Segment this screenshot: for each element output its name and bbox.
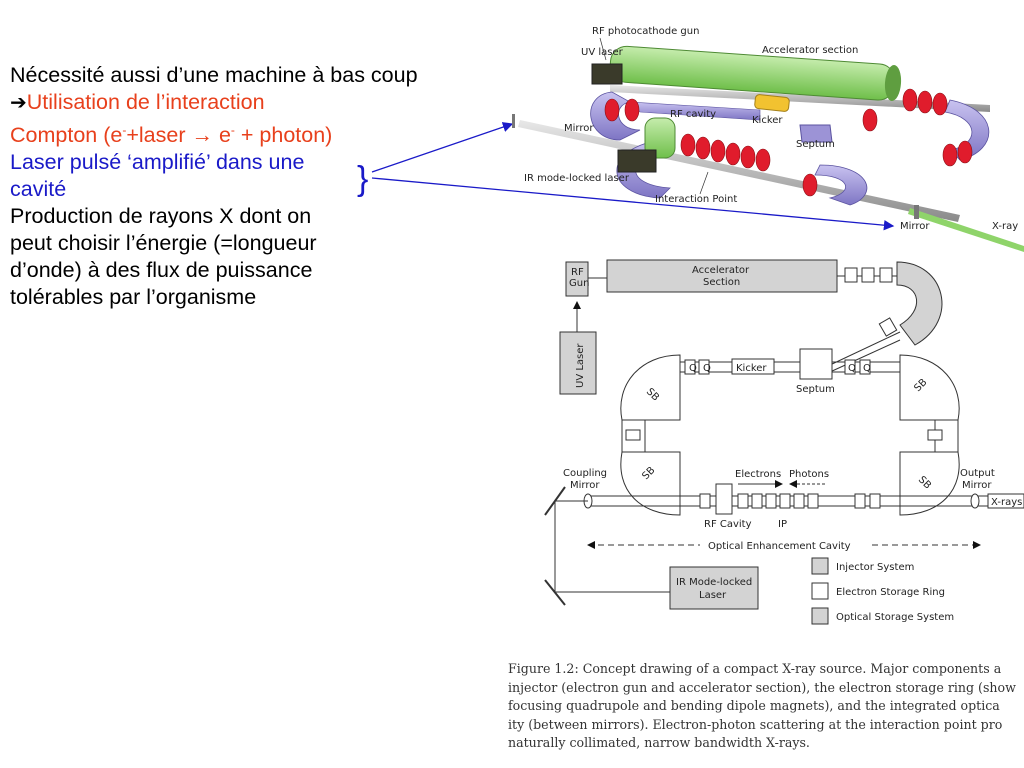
beam-pipe bbox=[518, 120, 960, 222]
svg-text:Section: Section bbox=[703, 277, 740, 288]
quadrupole-magnets bbox=[604, 88, 973, 197]
svg-text:IP: IP bbox=[778, 519, 787, 530]
svg-text:Interaction Point: Interaction Point bbox=[655, 194, 737, 205]
xrays-box bbox=[987, 493, 1024, 509]
mirror-right bbox=[914, 205, 919, 219]
svg-text:Accelerator: Accelerator bbox=[692, 265, 750, 276]
svg-text:Kicker: Kicker bbox=[736, 363, 767, 374]
uv-laser-box bbox=[591, 63, 623, 85]
svg-text:RF Cavity: RF Cavity bbox=[704, 519, 752, 530]
legend-injector: Injector System bbox=[836, 562, 914, 573]
svg-text:Kicker: Kicker bbox=[752, 115, 783, 126]
right-arrow-icon: ➔ bbox=[10, 92, 27, 114]
ring-bend-tl bbox=[620, 354, 681, 421]
line-cavite: cavité bbox=[10, 177, 67, 202]
line-tolerables: tolérables par l’organisme bbox=[10, 285, 257, 310]
svg-text:Mirror: Mirror bbox=[570, 480, 600, 491]
schematic-labels: RF Gun Accelerator Section UV Laser Kick… bbox=[563, 265, 1022, 623]
svg-text:UV laser: UV laser bbox=[581, 47, 624, 58]
concept-drawing-3d: RF photocathode gun UV laser Accelerator… bbox=[512, 26, 1024, 252]
svg-text:RF photocathode gun: RF photocathode gun bbox=[592, 26, 699, 37]
septum-block bbox=[799, 124, 833, 143]
line-flux: d’onde) à des flux de puissance bbox=[10, 258, 313, 283]
line-utilisation: ➔Utilisation de l’interaction bbox=[10, 90, 265, 114]
schematic-drawing bbox=[544, 259, 1024, 625]
legend-swatch-optical bbox=[811, 607, 829, 625]
injection-bend bbox=[896, 261, 943, 346]
svg-text:Mirror: Mirror bbox=[900, 221, 930, 232]
legend-swatch-ring bbox=[811, 582, 829, 600]
legend-ring: Electron Storage Ring bbox=[836, 587, 945, 598]
svg-text:Photons: Photons bbox=[789, 469, 829, 480]
svg-text:IR mode-locked laser: IR mode-locked laser bbox=[524, 173, 630, 184]
svg-text:Septum: Septum bbox=[796, 139, 835, 150]
svg-text:Laser: Laser bbox=[699, 590, 727, 601]
svg-text:Q: Q bbox=[848, 363, 856, 374]
ring-bend-bl bbox=[620, 451, 681, 516]
svg-text:Output: Output bbox=[960, 468, 995, 479]
line-energie: peut choisir l’énergie (=longueur bbox=[10, 231, 317, 256]
brace: } bbox=[357, 160, 368, 198]
kicker-schematic bbox=[731, 358, 775, 375]
rf-gun-box bbox=[565, 261, 589, 297]
line-necessite: Nécessité aussi d’une machine à bas coup bbox=[10, 63, 418, 87]
svg-text:Q: Q bbox=[689, 363, 697, 374]
svg-text:Mirror: Mirror bbox=[962, 480, 992, 491]
svg-text:UV Laser: UV Laser bbox=[575, 343, 586, 388]
arrow-to-mirror-top bbox=[371, 122, 514, 173]
legend-optical: Optical Storage System bbox=[836, 612, 954, 623]
svg-text:Septum: Septum bbox=[796, 384, 835, 395]
svg-text:Q: Q bbox=[863, 363, 871, 374]
ring-bend-tr bbox=[899, 354, 960, 421]
svg-text:Optical Enhancement Cavity: Optical Enhancement Cavity bbox=[708, 541, 851, 552]
kicker-block bbox=[754, 94, 790, 112]
rf-cavity-cylinder bbox=[644, 117, 676, 159]
ir-laser-schematic bbox=[669, 566, 759, 610]
ir-laser-box bbox=[617, 149, 657, 173]
svg-text:Accelerator section: Accelerator section bbox=[762, 45, 858, 56]
arrow-to-mirror-bottom bbox=[371, 177, 895, 231]
uv-laser-schematic bbox=[559, 331, 597, 395]
mirror-left bbox=[512, 114, 515, 128]
svg-text:Gun: Gun bbox=[569, 278, 589, 289]
svg-text:X-rays: X-rays bbox=[991, 497, 1022, 508]
figure-caption: Figure 1.2: Concept drawing of a compact… bbox=[508, 661, 1016, 750]
line-laser: Laser pulsé ‘amplifié’ dans une bbox=[10, 150, 305, 175]
svg-text:X-ray: X-ray bbox=[992, 221, 1018, 232]
svg-text:RF: RF bbox=[571, 267, 584, 278]
svg-text:Coupling: Coupling bbox=[563, 468, 607, 479]
svg-text:Mirror: Mirror bbox=[564, 123, 594, 134]
line-compton: Compton (e-+laser → e- + photon) bbox=[10, 123, 333, 148]
svg-text:Q: Q bbox=[703, 363, 711, 374]
legend-swatch-injector bbox=[811, 557, 829, 575]
xray-beam bbox=[908, 208, 1024, 252]
svg-text:IR Mode-locked: IR Mode-locked bbox=[676, 577, 752, 588]
line-production: Production de rayons X dont on bbox=[10, 204, 312, 229]
svg-text:Electrons: Electrons bbox=[735, 469, 781, 480]
rf-cavity-schematic bbox=[715, 483, 733, 515]
svg-text:RF cavity: RF cavity bbox=[670, 109, 716, 120]
ring-bend-br bbox=[899, 451, 960, 516]
septum-schematic bbox=[799, 348, 833, 380]
slide-text-block: Nécessité aussi d’une machine à bas coup… bbox=[10, 62, 510, 311]
